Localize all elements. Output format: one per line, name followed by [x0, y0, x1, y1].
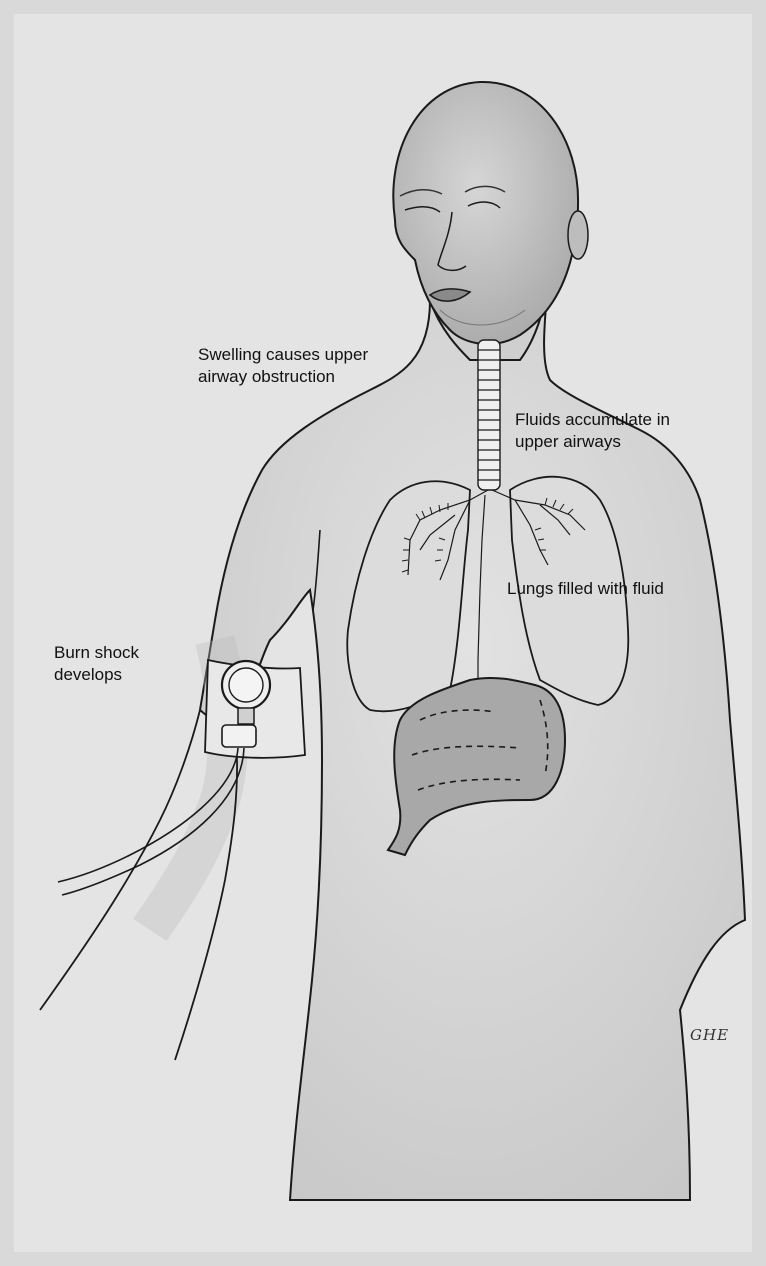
- trachea: [478, 340, 500, 490]
- gauge-ring-inner: [229, 668, 263, 702]
- artist-signature: GHE: [690, 1026, 729, 1044]
- label-upper-airway-line-2: airway obstruction: [198, 366, 368, 388]
- label-upper-airway-line-1: Swelling causes upper: [198, 344, 368, 366]
- label-upper-airway-obstruction: Swelling causes upper airway obstruction: [198, 344, 368, 388]
- gauge-connector: [238, 708, 254, 724]
- label-burn-shock: Burn shock develops: [54, 642, 139, 686]
- label-fluids-upper-airways: Fluids accumulate in upper airways: [515, 409, 670, 453]
- label-burn-shock-line-1: Burn shock: [54, 642, 139, 664]
- cuff-valve: [222, 725, 256, 747]
- label-fluids-line-1: Fluids accumulate in: [515, 409, 670, 431]
- label-lungs-fluid: Lungs filled with fluid: [507, 578, 664, 600]
- ear: [568, 211, 588, 259]
- label-burn-shock-line-2: develops: [54, 664, 139, 686]
- label-fluids-line-2: upper airways: [515, 431, 670, 453]
